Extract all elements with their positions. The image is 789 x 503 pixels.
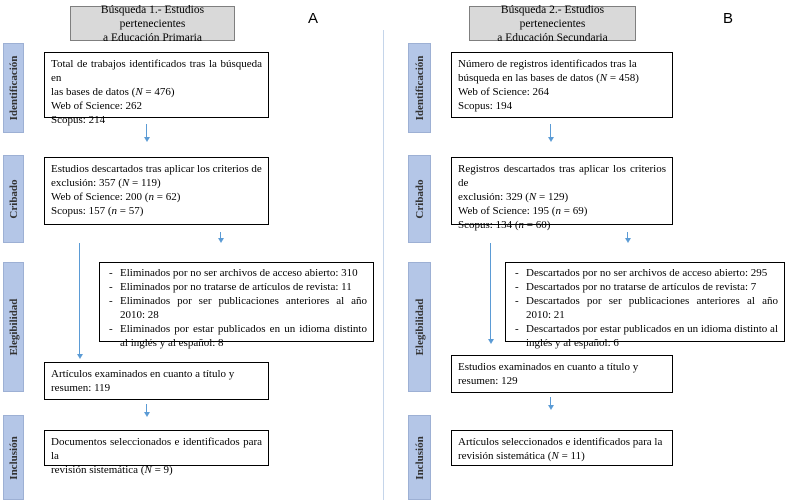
panel-b-arrow-2: [625, 238, 631, 243]
panel-a-label-identificacion: Identificación: [3, 43, 24, 133]
panel-b-excluded-item: Descartados por no ser archivos de acces…: [512, 266, 778, 280]
panel-b-box5-line2: revisión sistemática (N = 11): [458, 450, 585, 462]
panel-b-box1-line1: Número de registros identificados tras l…: [458, 58, 637, 70]
panel-b-box1-line3: Web of Science: 264: [458, 86, 550, 98]
panel-a-excluded-list: Eliminados por no ser archivos de acceso…: [106, 266, 367, 350]
panel-a-box1-line1: Total de trabajos identificados tras la …: [51, 58, 262, 84]
panel-a-box1-line2: las bases de datos (N = 476): [51, 86, 175, 98]
panel-a-inclusion-box: Documentos seleccionados e identificados…: [44, 430, 269, 476]
panel-b-box1-line2: búsqueda en las bases de datos (N = 458): [458, 72, 639, 84]
panel-a-screening-box: Estudios descartados tras aplicar los cr…: [44, 157, 269, 225]
panel-b-identification-box: Número de registros identificados tras l…: [451, 52, 673, 118]
panel-b-box2-line1: Registros descartados tras aplicar los c…: [458, 163, 666, 189]
panel-a-excluded-box: Eliminados por no ser archivos de acceso…: [99, 262, 374, 349]
panel-b-label-identificacion: Identificación: [408, 43, 431, 133]
panel-b-header-line1: Búsqueda 2.- Estudios pertenecientes: [500, 3, 605, 30]
panel-b-letter: B: [723, 10, 734, 27]
panel-b-box5-line1: Artículos seleccionados e identificados …: [458, 436, 663, 448]
panel-b-eligibility-box: Estudios examinados en cuanto a título y…: [451, 355, 673, 393]
panel-a-label-cribado: Cribado: [3, 155, 24, 243]
panel-a-arrow-4-shaft: [146, 404, 147, 414]
panel-a-arrow-3-shaft: [79, 243, 80, 355]
panel-a-label-inclusion: Inclusión: [3, 415, 24, 500]
panel-a-box1-line4: Scopus: 214: [51, 114, 106, 126]
panel-a-arrow-2: [218, 238, 224, 243]
panel-a-box2-line2: exclusión: 357 (N = 119): [51, 177, 161, 189]
panel-b-label-inclusion: Inclusión: [408, 415, 431, 500]
panel-a-arrow-2-shaft: [220, 232, 221, 240]
panel-b-excluded-item: Descartados por ser publicaciones anteri…: [512, 294, 778, 322]
panel-a-label-elegibilidad: Elegibilidad: [3, 262, 24, 392]
panel-b-inclusion-box: Artículos seleccionados e identificados …: [451, 430, 673, 466]
panel-a-box4-line2: resumen: 119: [51, 382, 111, 394]
panel-b-arrow-4-shaft: [550, 397, 551, 407]
panel-b-box4-line2: resumen: 129: [458, 375, 518, 387]
panel-a-letter: A: [308, 10, 319, 27]
panel-a-excluded-item: Eliminados por estar publicados en un id…: [106, 322, 367, 350]
panel-b-box2-line3: Web of Science: 195 (n = 69): [458, 205, 588, 217]
panel-a-box2-line4: Scopus: 157 (n = 57): [51, 205, 144, 217]
panel-a-header-line2: a Educación Primaria: [103, 31, 202, 44]
panel-a-excluded-item: Eliminados por no tratarse de artículos …: [106, 280, 367, 294]
panel-a-arrow-3: [77, 354, 83, 359]
panel-b-label-cribado: Cribado: [408, 155, 431, 243]
panel-b-arrow-3-shaft: [490, 243, 491, 340]
panel-b-box1-line4: Scopus: 194: [458, 100, 513, 112]
panel-a-arrow-1-shaft: [146, 124, 147, 137]
panel-b-excluded-item: Descartados por estar publicados en un i…: [512, 322, 778, 350]
panel-a-box2-line3: Web of Science: 200 (n = 62): [51, 191, 181, 203]
panel-a-excluded-item: Eliminados por no ser archivos de acceso…: [106, 266, 367, 280]
panel-b-arrow-4: [548, 405, 554, 410]
panel-a-eligibility-box: Artículos examinados en cuanto a título …: [44, 362, 269, 400]
panel-a-arrow-1: [144, 137, 150, 142]
panel-divider: [383, 30, 384, 500]
panel-b-box2-line4: Scopus: 134 (n = 60): [458, 219, 551, 231]
panel-a-box2-line1: Estudios descartados tras aplicar los cr…: [51, 163, 262, 175]
panel-b-arrow-1-shaft: [550, 124, 551, 137]
panel-a-box4-line1: Artículos examinados en cuanto a título …: [51, 368, 235, 380]
panel-a-identification-box: Total de trabajos identificados tras la …: [44, 52, 269, 126]
panel-b-box2-line2: exclusión: 329 (N = 129): [458, 191, 569, 203]
panel-a-box1-line3: Web of Science: 262: [51, 100, 143, 112]
panel-b-excluded-list: Descartados por no ser archivos de acces…: [512, 266, 778, 350]
panel-a-box5-line2: revisión sistemática (N = 9): [51, 464, 173, 476]
panel-b-excluded-item: Descartados por no tratarse de artículos…: [512, 280, 778, 294]
panel-a-excluded-item: Eliminados por ser publicaciones anterio…: [106, 294, 367, 322]
panel-b-arrow-1: [548, 137, 554, 142]
panel-b-excluded-box: Descartados por no ser archivos de acces…: [505, 262, 785, 349]
panel-b-arrow-3: [488, 339, 494, 344]
panel-b-box4-line1: Estudios examinados en cuanto a título y: [458, 361, 639, 373]
panel-a-box5-line1: Documentos seleccionados e identificados…: [51, 436, 262, 462]
panel-b-arrow-2-shaft: [627, 232, 628, 240]
panel-a-header-line1: Búsqueda 1.- Estudios pertenecientes: [100, 3, 205, 30]
panel-b-header-line2: a Educación Secundaria: [497, 31, 608, 44]
panel-b-label-elegibilidad: Elegibilidad: [408, 262, 431, 392]
panel-b-screening-box: Registros descartados tras aplicar los c…: [451, 157, 673, 231]
panel-a-arrow-4: [144, 412, 150, 417]
